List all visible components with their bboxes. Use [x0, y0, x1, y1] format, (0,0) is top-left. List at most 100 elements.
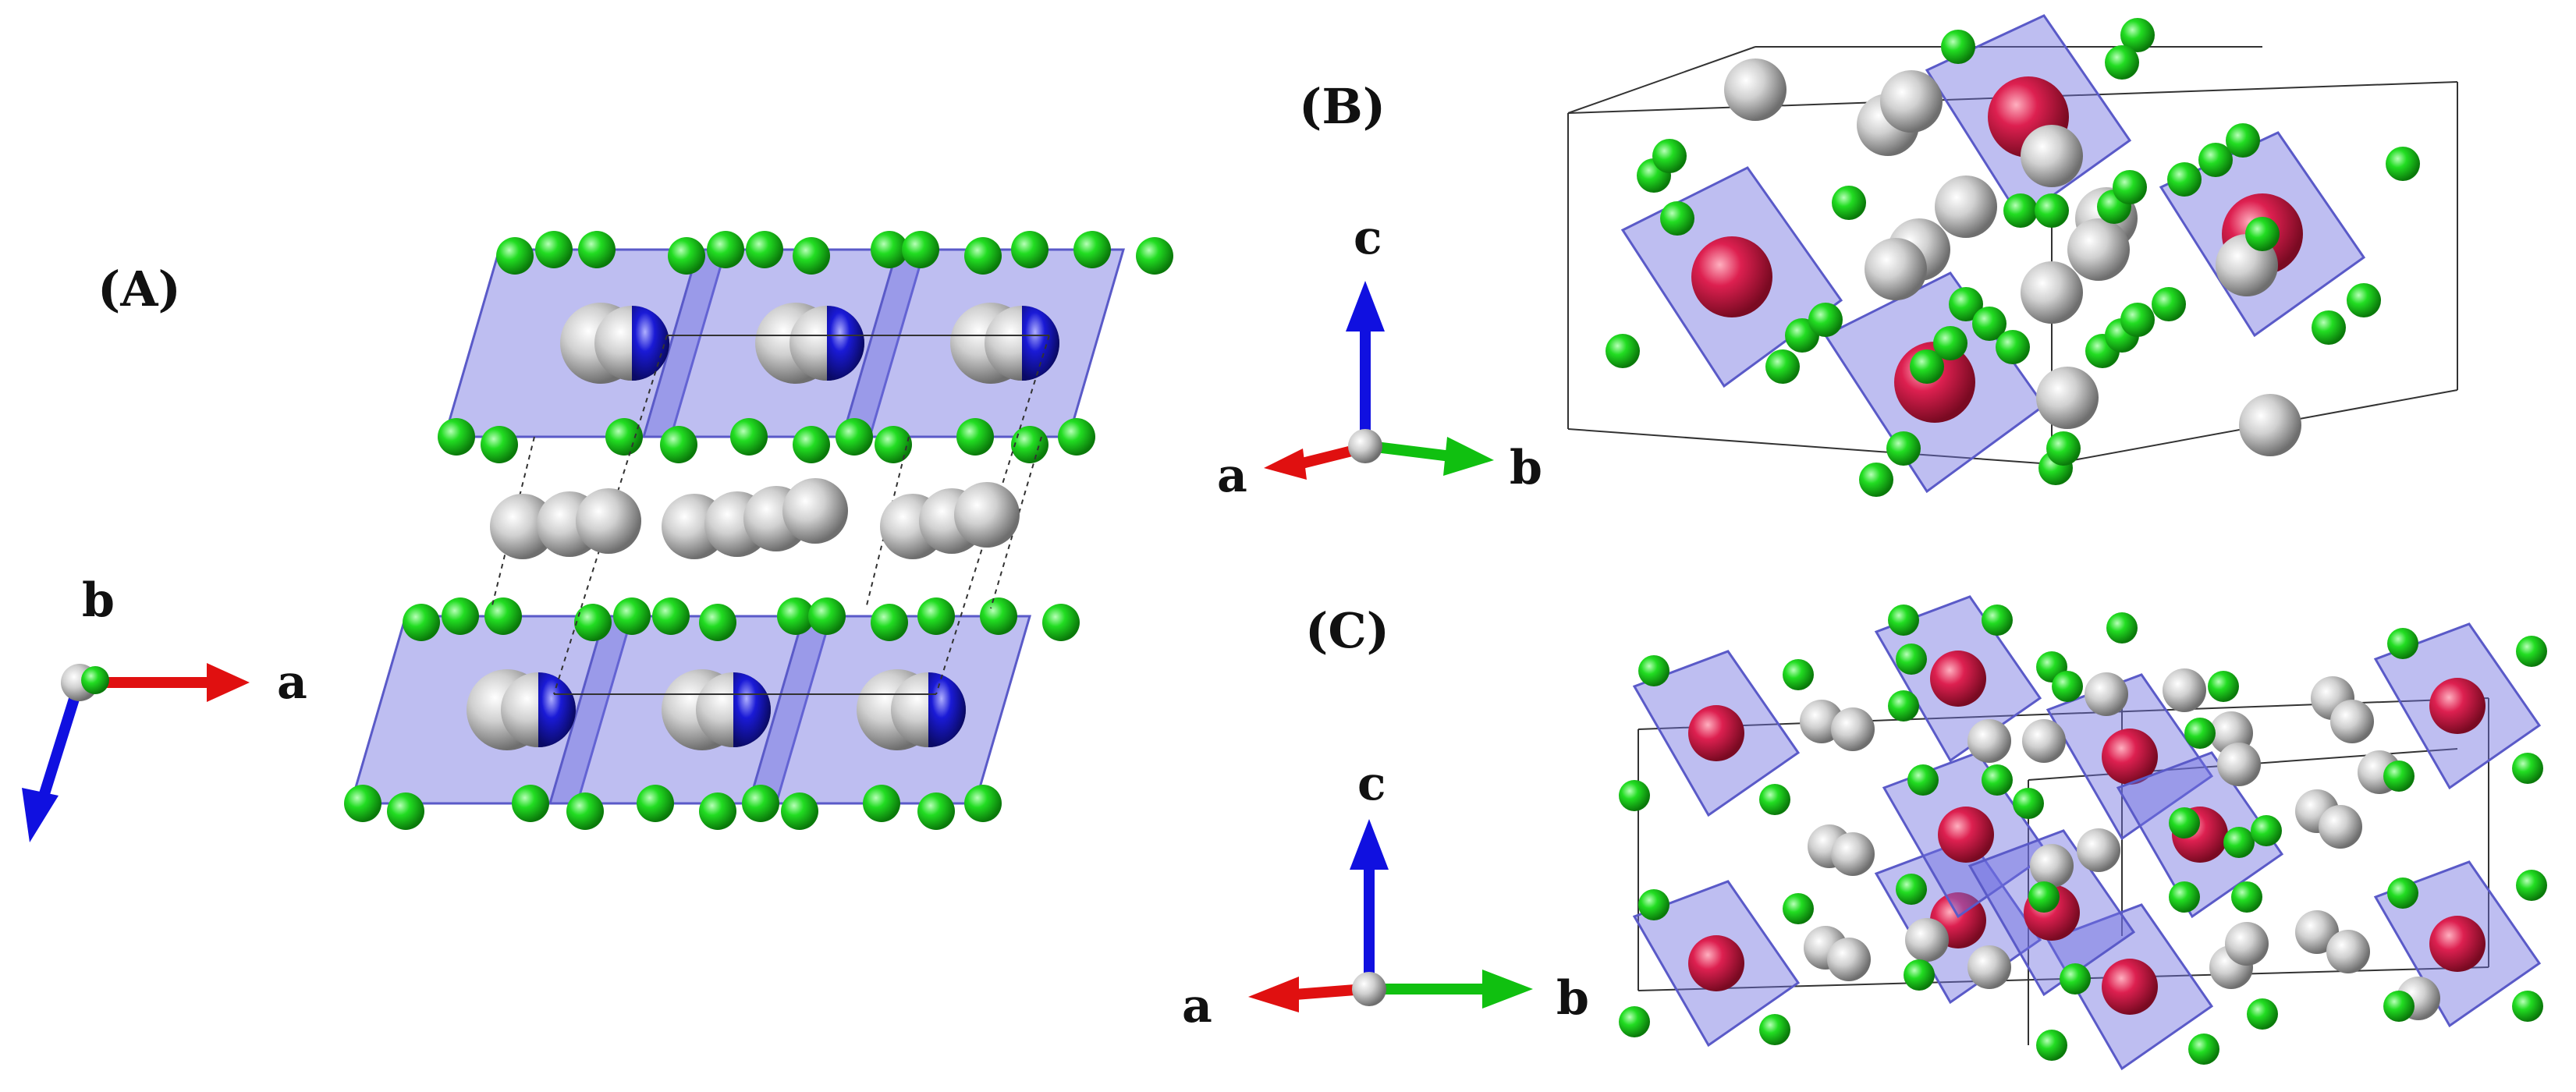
anion-atom [980, 597, 1017, 635]
origin-sphere-icon [1348, 429, 1382, 463]
anion-atom [1941, 30, 1975, 64]
cation-atom [2217, 743, 2261, 786]
cation-atom [1935, 176, 1997, 238]
anion-atom [1859, 463, 1893, 497]
anion-atom [808, 597, 846, 635]
anion-atom [438, 418, 475, 456]
anion-atom [2003, 193, 2038, 228]
anion-atom [578, 231, 616, 268]
anion-atom [956, 418, 994, 456]
cation-atom [1724, 58, 1787, 121]
anion-atom [1619, 1006, 1650, 1037]
anion-atom [1886, 431, 1921, 466]
anion-atom [1783, 893, 1814, 924]
anion-atom [403, 604, 440, 641]
cation-atom [954, 482, 1020, 548]
anion-atom [1660, 201, 1694, 236]
anion-atom [964, 785, 1002, 822]
anion-atom [1073, 231, 1111, 268]
anion-atom [2512, 753, 2543, 784]
cation-atom [2021, 125, 2083, 187]
axis-label-a: a [1182, 979, 1212, 1034]
anion-atom [2184, 718, 2216, 749]
cation-atom [2077, 828, 2120, 872]
metal-atom [1688, 935, 1744, 991]
axis-label-b: b [82, 573, 115, 628]
anion-atom [1136, 237, 1173, 275]
anion-atom [917, 597, 955, 635]
anion-atom [917, 792, 955, 830]
anion-atom [730, 418, 768, 456]
a-axis-arrowhead [207, 663, 250, 702]
metal-atom [2429, 916, 2486, 972]
axis-label-c: c [1357, 757, 1386, 811]
anion-atom [1888, 690, 1919, 722]
anion-atom [2208, 671, 2239, 702]
structure-panel-a [344, 231, 1173, 830]
anion-atom [2251, 815, 2282, 846]
anion-atom [1783, 659, 1814, 690]
anion-atom [2105, 45, 2139, 80]
anion-atom [1759, 784, 1790, 815]
cation-atom [2225, 922, 2269, 966]
anion-atom [1058, 418, 1095, 456]
anion-atom [2035, 193, 2069, 228]
cation-atom [2326, 930, 2370, 973]
metal-atom [2102, 729, 2158, 785]
anion-atom [2347, 283, 2381, 317]
anion-atom [1638, 655, 1669, 686]
anion-atom [2152, 287, 2186, 321]
anion-atom [2106, 612, 2138, 644]
anion-atom [2013, 788, 2044, 819]
structure-panel-b [1567, 14, 2458, 497]
metal-atom-half [632, 306, 669, 381]
cation-atom [2085, 672, 2128, 716]
anion-atom [2060, 963, 2091, 994]
unit-cell-edge [1567, 46, 1756, 114]
anion-atom [2113, 170, 2147, 204]
anion-atom [1907, 764, 1939, 796]
anion-atom [1972, 307, 2007, 341]
cation-atom [1880, 70, 1943, 133]
cation-atom [1967, 719, 2011, 763]
cation-atom [1831, 832, 1875, 876]
anion-atom [863, 785, 900, 822]
anion-atom [344, 785, 381, 822]
anion-atom [2245, 217, 2280, 251]
anion-atom [699, 792, 736, 830]
c-axis-arrowhead [22, 788, 59, 842]
anion-atom [2516, 870, 2547, 901]
anion-atom [660, 426, 697, 463]
c-axis-arrowhead [1350, 819, 1389, 870]
cation-atom [2067, 218, 2130, 281]
axis-label-b: b [1510, 441, 1542, 495]
cation-atom [2319, 805, 2362, 849]
anion-atom [1910, 349, 1944, 384]
axis-triad-c: c a b [1182, 757, 1589, 1034]
cation-atom [2036, 367, 2099, 429]
anion-atom [1896, 644, 1927, 675]
anion-atom [1619, 780, 1650, 811]
b-axis-arrowhead [1443, 437, 1494, 476]
anion-atom [1638, 889, 1669, 920]
metal-atom-half [827, 306, 864, 381]
anion-atom [836, 418, 873, 456]
b-axis-arrowhead [1482, 970, 1533, 1009]
anion-atom [668, 237, 705, 275]
anion-atom [2226, 123, 2260, 158]
a-axis-arrowhead [1264, 448, 1307, 480]
anion-atom [2387, 628, 2418, 659]
anion-atom [2046, 431, 2081, 466]
anion-atom [1759, 1014, 1790, 1045]
anion-atom [2312, 310, 2346, 345]
anion-atom [1011, 231, 1048, 268]
anion-atom [1042, 604, 1080, 641]
metal-atom [2102, 959, 2158, 1015]
anion-atom [481, 426, 518, 463]
anion-atom [605, 418, 643, 456]
unit-cell-edge [990, 436, 1042, 609]
anion-atom [1904, 959, 1935, 991]
anion-atom [777, 597, 814, 635]
anion-atom [1652, 139, 1687, 173]
